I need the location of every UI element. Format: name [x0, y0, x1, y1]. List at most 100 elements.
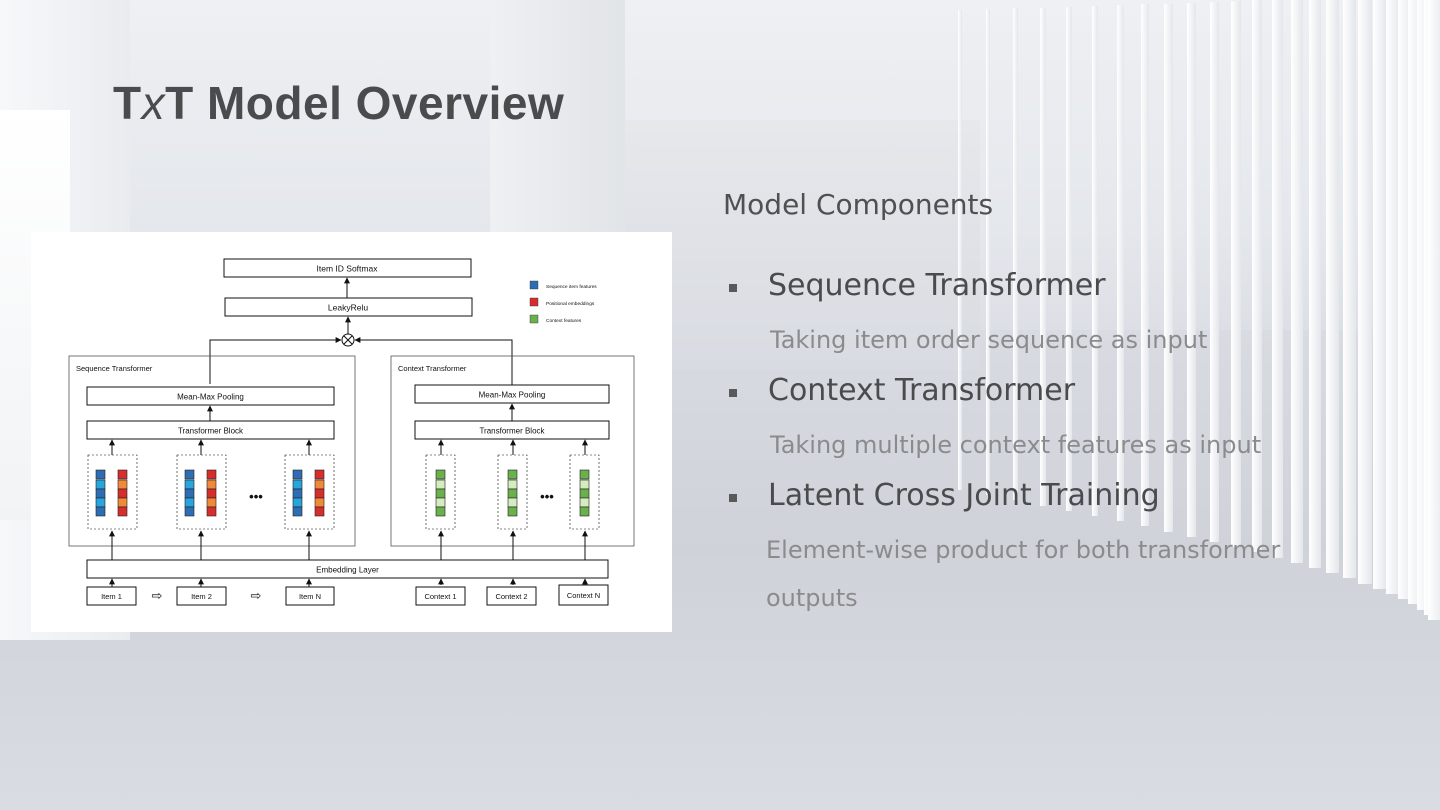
background-slat [958, 10, 962, 490]
seq-feature-group [176, 454, 227, 530]
background-slat [1187, 2, 1197, 537]
input-context-2-label: Context 2 [495, 592, 527, 601]
title-rest: T Model Overview [165, 77, 565, 129]
seq-feature-cell [184, 469, 195, 480]
pos-feature-cell [117, 469, 128, 480]
bullet-icon [729, 494, 737, 502]
input-context-1-box [415, 586, 466, 606]
seq-feature-cell [292, 469, 303, 480]
pos-feature-cell [206, 506, 217, 517]
legend-swatch-context [529, 314, 539, 324]
background-slat [1385, 0, 1402, 594]
component-label: Sequence Transformer [768, 268, 1106, 303]
background-slat [1309, 0, 1322, 568]
background-slat [1091, 6, 1099, 516]
pos-feature-cell [206, 488, 217, 499]
seq-feature-group [284, 454, 335, 530]
component-desc: Taking multiple context features as inpu… [770, 431, 1262, 459]
seq-transformer-block-label: Transformer Block [178, 427, 244, 436]
input-context-n-box [558, 584, 609, 606]
ctx-feature-group [425, 454, 456, 530]
background-slat [1290, 0, 1303, 563]
legend-label-positional: Positional embeddings [546, 301, 595, 307]
ctx-feature-cell [507, 488, 518, 499]
seq-feature-group [87, 454, 138, 530]
background-slat [1271, 0, 1283, 558]
ctx-feature-cell [435, 506, 446, 517]
seq-feature-cell [95, 506, 106, 517]
ctx-pooling-box [414, 384, 610, 404]
background-slat [1116, 5, 1124, 522]
seq-feature-cell [292, 488, 303, 499]
sequence-transformer-title: Sequence Transformer [76, 364, 153, 373]
seq-ellipsis: ••• [249, 489, 263, 504]
seq-feature-cell [292, 479, 303, 490]
bullet-icon [729, 284, 737, 292]
input-item-2-label: Item 2 [191, 592, 212, 601]
legend-swatch-sequence [529, 280, 539, 290]
ctx-feature-cell [435, 469, 446, 480]
ctx-feature-cell [579, 469, 590, 480]
input-item-n-label: Item N [299, 592, 321, 601]
background-slat [1358, 0, 1373, 584]
ctx-ellipsis: ••• [540, 489, 554, 504]
seq-pooling-label: Mean-Max Pooling [177, 393, 244, 402]
background-slat [1342, 0, 1357, 579]
seq-feature-cell [292, 497, 303, 508]
background-slat [1428, 0, 1440, 620]
arrow-seq-to-product [209, 337, 342, 384]
background-slat [1209, 2, 1220, 542]
sequence-transformer-frame [68, 355, 356, 547]
ctx-feature-cell [435, 488, 446, 499]
ctx-transformer-block-box [414, 420, 610, 440]
background-slat [1164, 3, 1173, 532]
leaky-relu-label: LeakyRelu [328, 303, 368, 313]
seq-feature-cell [292, 506, 303, 517]
feature-stacks [87, 454, 600, 530]
seq-feature-cell [184, 497, 195, 508]
softmax-box [223, 258, 472, 278]
ctx-feature-cell [435, 479, 446, 490]
background-slat [1013, 8, 1019, 501]
pos-feature-cell [314, 469, 325, 480]
seq-feature-cell [184, 479, 195, 490]
pos-feature-cell [206, 497, 217, 508]
diagram-arrows [109, 439, 588, 587]
leaky-relu-box [224, 297, 473, 317]
legend-label-context: Context features [546, 318, 582, 324]
pos-feature-cell [117, 506, 128, 517]
arrow-ctx-to-product [354, 337, 513, 386]
bullet-icon [729, 389, 737, 397]
softmax-label: Item ID Softmax [317, 264, 379, 274]
background-slat [1040, 7, 1046, 506]
embedding-layer-box [86, 559, 609, 579]
product-node-cross-b [343, 335, 353, 345]
ctx-feature-cell [435, 497, 446, 508]
pos-feature-cell [206, 479, 217, 490]
input-context-1-label: Context 1 [424, 592, 456, 601]
pos-feature-cell [314, 506, 325, 517]
component-label: Context Transformer [768, 373, 1076, 408]
input-context-n-label: Context N [567, 591, 600, 600]
component-label: Latent Cross Joint Training [768, 478, 1160, 513]
ctx-feature-cell [507, 469, 518, 480]
background-slat [1231, 1, 1242, 548]
context-transformer-title: Context Transformer [398, 364, 467, 373]
ctx-feature-cell [507, 497, 518, 508]
input-item-n-box [285, 586, 335, 606]
seq-transformer-block-box [86, 420, 335, 440]
title-prefix: T [113, 77, 142, 129]
background-slat [1140, 4, 1149, 527]
seq-feature-cell [95, 497, 106, 508]
pos-feature-cell [117, 497, 128, 508]
pos-feature-cell [117, 479, 128, 490]
ctx-pooling-label: Mean-Max Pooling [479, 391, 546, 400]
background-slat [1372, 0, 1388, 589]
pos-feature-cell [206, 469, 217, 480]
legend: Sequence item features Positional embedd… [529, 280, 597, 324]
component-desc: Element-wise product for both transforme… [766, 536, 1281, 612]
seq-feature-cell [184, 506, 195, 517]
seq-feature-cell [184, 488, 195, 499]
components-heading: Model Components [723, 188, 994, 221]
ctx-feature-cell [579, 506, 590, 517]
